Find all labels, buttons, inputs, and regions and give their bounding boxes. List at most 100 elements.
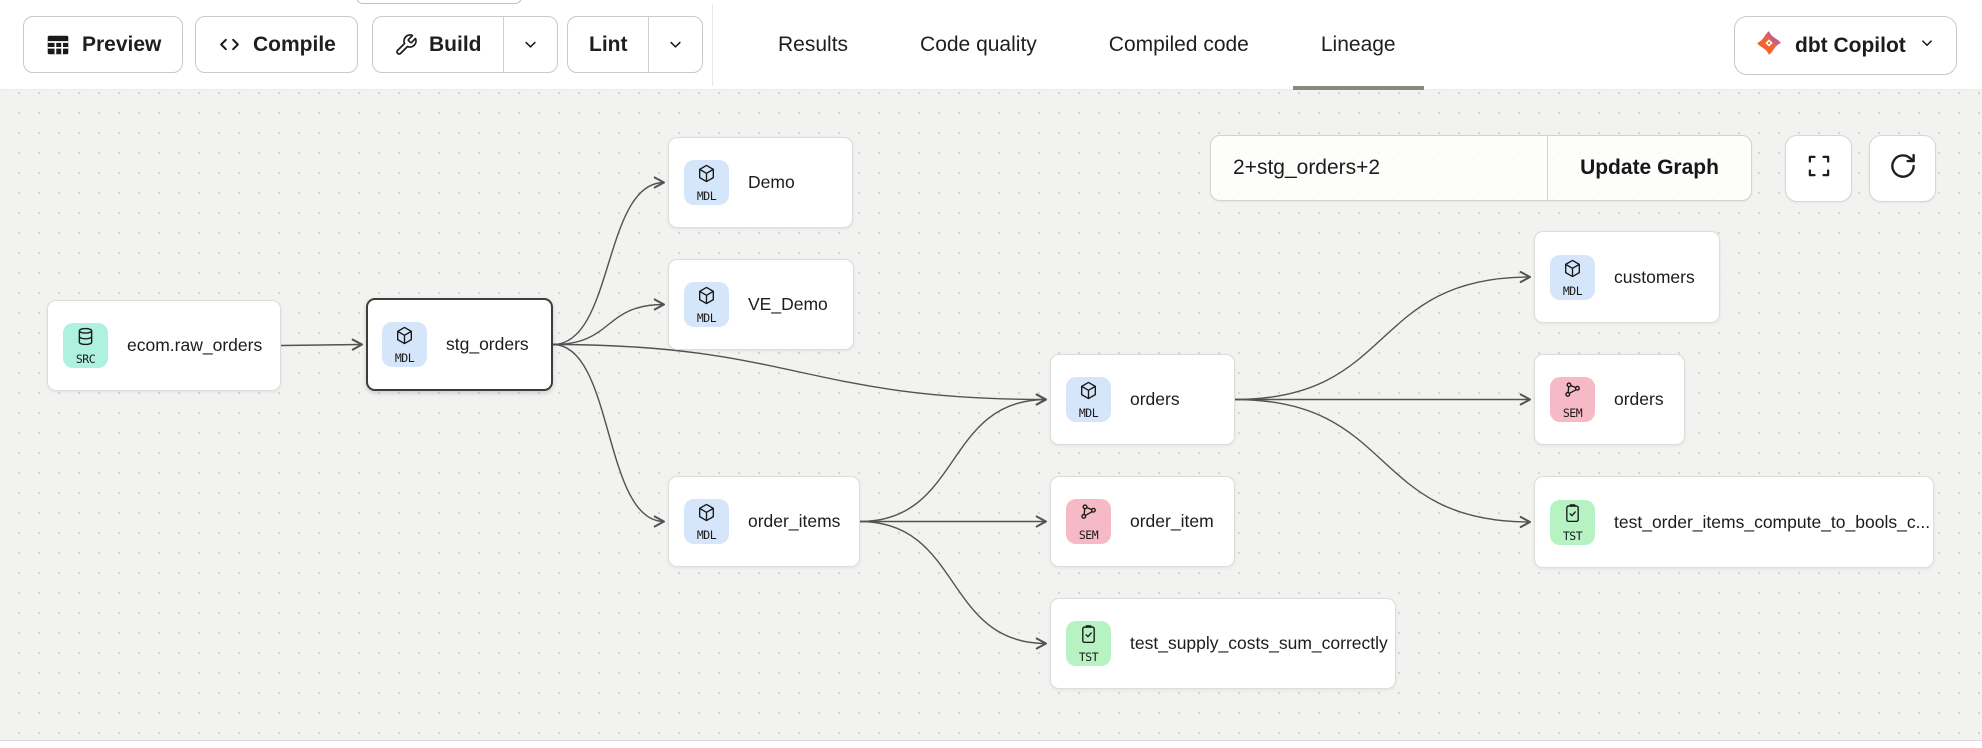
build-button-group: Build (372, 16, 558, 73)
semantic-icon (1562, 380, 1583, 406)
lineage-node-ecom_raw_orders[interactable]: SRC ecom.raw_orders (47, 300, 281, 391)
semantic-icon (1078, 502, 1099, 528)
tst-badge: TST (1066, 621, 1111, 666)
compile-button[interactable]: Compile (195, 16, 358, 73)
badge-type-label: MDL (1562, 283, 1583, 298)
lineage-node-order_item_sem[interactable]: SEM order_item (1050, 476, 1235, 567)
cube-icon (696, 502, 717, 528)
edge-order_items-to-orders_mdl (859, 393, 1047, 523)
badge-type-label: TST (1562, 528, 1583, 543)
build-dropdown-button[interactable] (502, 17, 557, 72)
src-badge: SRC (63, 323, 108, 368)
test-icon (1078, 624, 1099, 650)
preview-button[interactable]: Preview (23, 16, 184, 73)
badge-type-label: MDL (696, 528, 717, 542)
lineage-node-test_supply[interactable]: TST test_supply_costs_sum_correctly (1050, 598, 1396, 689)
badge-type-label: MDL (696, 189, 717, 203)
fullscreen-button[interactable] (1785, 135, 1852, 202)
lint-button-group: Lint (567, 16, 704, 73)
dbt-copilot-label: dbt Copilot (1795, 33, 1906, 57)
lineage-node-orders_sem[interactable]: SEM orders (1534, 354, 1685, 445)
node-label: order_item (1130, 511, 1214, 531)
lineage-node-ve_demo[interactable]: MDL VE_Demo (668, 259, 854, 350)
edge-orders_mdl-to-test_order_items (1234, 398, 1531, 529)
sem-badge: SEM (1550, 377, 1595, 422)
badge-type-label: MDL (394, 351, 415, 365)
badge-type-label: TST (1078, 650, 1099, 664)
lint-button-label: Lint (589, 32, 628, 56)
lineage-node-orders_mdl[interactable]: MDL orders (1050, 354, 1235, 445)
cube-icon (696, 285, 717, 311)
preview-button-label: Preview (82, 32, 162, 56)
fullscreen-icon (1804, 151, 1834, 186)
tab-compiled-code[interactable]: Compiled code (1108, 33, 1249, 56)
tst-badge: TST (1550, 499, 1595, 545)
cube-icon (1078, 380, 1099, 406)
cube-icon (696, 163, 717, 189)
update-graph-button[interactable]: Update Graph (1548, 136, 1751, 200)
overlapping-panel-edge (356, 0, 522, 4)
mdl-badge: MDL (1066, 377, 1111, 422)
bottom-panel-edge (0, 740, 1982, 748)
chevron-down-icon (521, 35, 540, 54)
chevron-down-icon (666, 35, 685, 54)
build-button-label: Build (429, 32, 482, 56)
editor-toolbar: Preview Compile Build Lint (0, 0, 1982, 90)
refresh-icon (1888, 151, 1918, 186)
lineage-node-order_items[interactable]: MDL order_items (668, 476, 860, 567)
dbt-copilot-icon (1755, 29, 1783, 63)
node-label: test_order_items_compute_to_bools_c... (1614, 511, 1931, 532)
build-button[interactable]: Build (373, 17, 503, 72)
tab-code-quality[interactable]: Code quality (920, 33, 1037, 56)
code-icon (217, 32, 242, 57)
edge-stg_orders-to-demo (552, 176, 665, 346)
edge-ecom_raw_orders-to-stg_orders (280, 338, 363, 351)
tab-results[interactable]: Results (778, 33, 849, 56)
tab-lineage[interactable]: Lineage (1292, 0, 1424, 90)
badge-type-label: SRC (75, 352, 96, 366)
node-label: stg_orders (446, 334, 529, 354)
node-label: ecom.raw_orders (127, 335, 263, 355)
edge-stg_orders-to-ve_demo (552, 298, 665, 346)
lineage-node-test_order_items[interactable]: TST test_order_items_compute_to_bools_c..… (1534, 476, 1934, 568)
lineage-node-customers[interactable]: MDL customers (1534, 231, 1720, 323)
badge-type-label: MDL (1078, 406, 1099, 420)
node-label: customers (1614, 266, 1695, 287)
table-icon (45, 32, 71, 58)
lineage-node-demo[interactable]: MDL Demo (668, 137, 853, 228)
selector-input[interactable] (1211, 136, 1547, 200)
chevron-down-icon (1918, 34, 1936, 58)
graph-selector-bar: Update Graph (1210, 135, 1752, 201)
node-label: VE_Demo (748, 294, 828, 314)
wrench-icon (394, 33, 418, 57)
toolbar-separator (712, 4, 713, 86)
mdl-badge: MDL (1550, 254, 1595, 300)
node-label: Demo (748, 172, 795, 192)
test-icon (1562, 503, 1583, 529)
edge-stg_orders-to-orders_mdl (552, 343, 1047, 406)
node-label: orders (1614, 389, 1664, 409)
mdl-badge: MDL (684, 282, 729, 327)
database-icon (75, 326, 96, 352)
lineage-node-stg_orders[interactable]: MDL stg_orders (366, 298, 553, 391)
lint-button[interactable]: Lint (568, 17, 648, 72)
node-label: orders (1130, 389, 1180, 409)
cube-icon (394, 325, 415, 351)
badge-type-label: SEM (1078, 528, 1099, 542)
node-label: test_supply_costs_sum_correctly (1130, 633, 1388, 653)
node-label: order_items (748, 511, 841, 531)
cube-icon (1562, 258, 1583, 284)
refresh-button[interactable] (1869, 135, 1936, 202)
result-tabs: Results Code quality Compiled code Linea… (750, 0, 1424, 90)
edge-orders_mdl-to-customers (1234, 270, 1531, 401)
dbt-copilot-button[interactable]: dbt Copilot (1734, 16, 1957, 75)
mdl-badge: MDL (684, 160, 729, 205)
lint-dropdown-button[interactable] (648, 17, 702, 72)
mdl-badge: MDL (382, 322, 427, 367)
selector-divider (1547, 136, 1548, 200)
badge-type-label: MDL (696, 311, 717, 325)
sem-badge: SEM (1066, 499, 1111, 544)
compile-button-label: Compile (253, 32, 336, 56)
edge-order_items-to-test_supply (859, 520, 1047, 650)
